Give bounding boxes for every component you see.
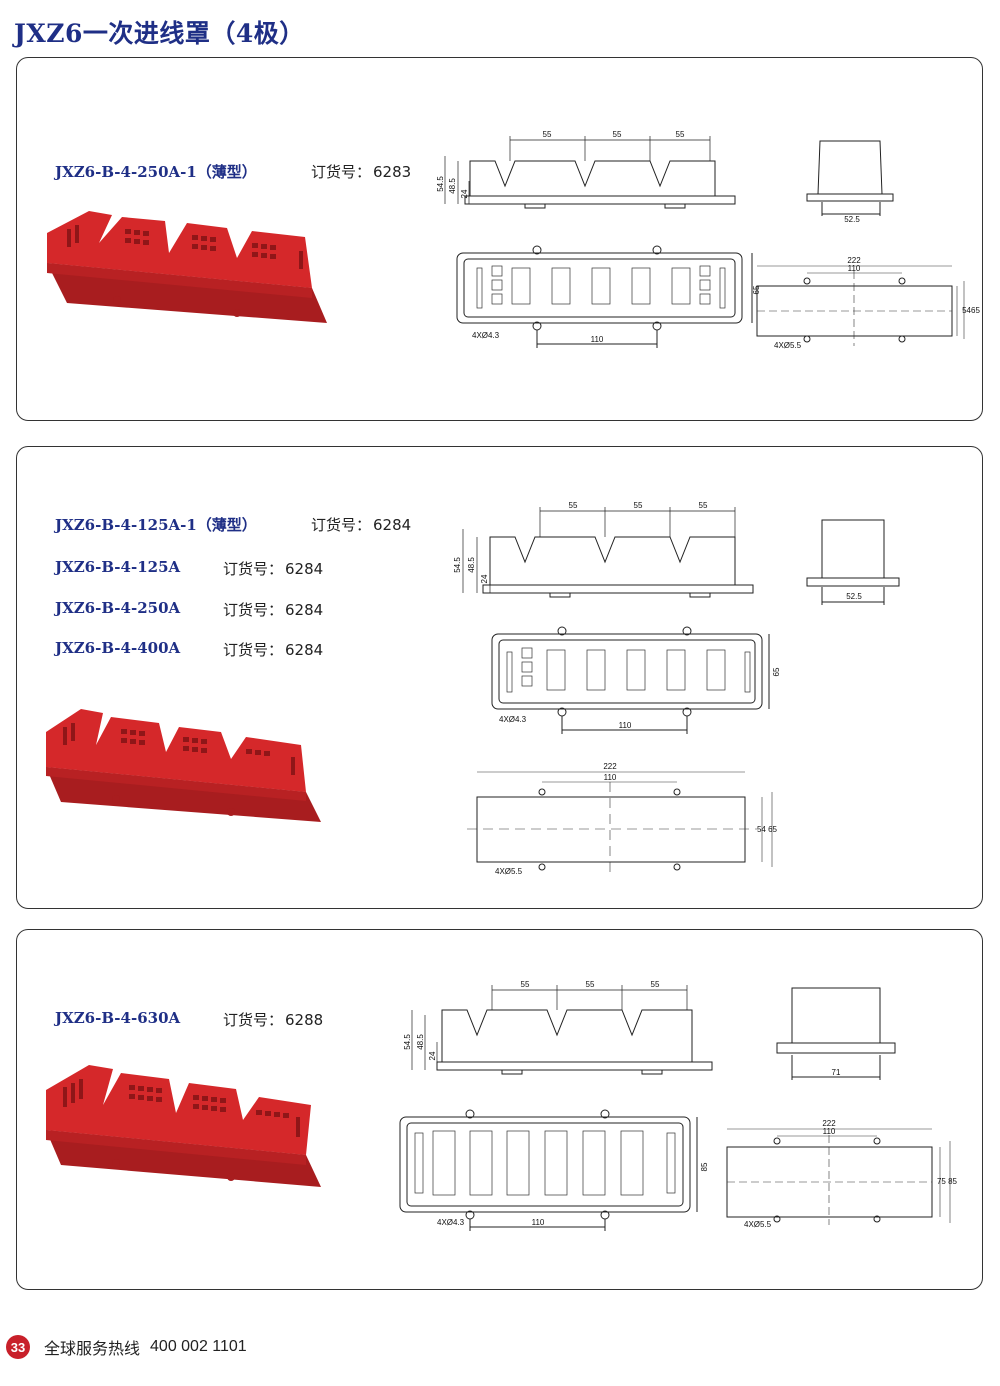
model-label: JXZ6-B-4-125A xyxy=(55,558,181,576)
product-panel-3: JXZ6-B-4-630A 订货号：6288 55 55 55 xyxy=(16,929,983,1290)
dim-length-inner: 110 xyxy=(823,1127,836,1136)
dim-height-low: 24 xyxy=(428,1051,437,1060)
top-plan-drawing: 65 4XØ4.3 110 xyxy=(456,245,761,348)
product-photo xyxy=(47,211,327,323)
end-view-drawing: 52.5 xyxy=(806,519,900,605)
dim-side-width: 52.5 xyxy=(846,592,862,601)
model-label: JXZ6-B-4-125A-1（薄型） xyxy=(55,516,257,534)
dim-pitch-2: 55 xyxy=(586,980,595,989)
model-label: JXZ6-B-4-250A-1（薄型） xyxy=(55,163,257,181)
dim-pitch-1: 55 xyxy=(543,130,552,139)
dim-hole-spacing: 110 xyxy=(591,335,604,344)
hotline-number: 400 002 1101 xyxy=(150,1338,247,1355)
dim-width: 85 xyxy=(700,1162,709,1171)
dim-length: 222 xyxy=(822,1119,836,1128)
end-view-drawing: 52.5 xyxy=(806,140,894,224)
mounting-footprint-drawing: 222 110 54 65 4XØ5.5 xyxy=(467,762,778,876)
dim-height-total: 54.5 xyxy=(436,176,445,192)
product-photo xyxy=(46,1065,321,1187)
order-number: 订货号：6284 xyxy=(223,641,324,659)
end-view-drawing: 71 xyxy=(776,987,896,1080)
dim-holes-small: 4XØ4.3 xyxy=(472,331,500,340)
side-elevation-drawing: 55 55 55 54.5 48.5 24 xyxy=(453,501,754,598)
dim-holes-small: 4XØ4.3 xyxy=(499,715,527,724)
product-photo xyxy=(46,709,321,822)
dim-length: 222 xyxy=(847,256,861,265)
model-label: JXZ6-B-4-400A xyxy=(55,639,181,657)
dim-holes-big: 4XØ5.5 xyxy=(774,341,802,350)
dim-height-inner: 48.5 xyxy=(467,557,476,573)
dim-pitch-3: 55 xyxy=(676,130,685,139)
mounting-footprint-drawing: 222 110 5465 4XØ5.5 xyxy=(756,256,980,350)
dim-hole-spacing: 110 xyxy=(619,721,632,730)
dim-length: 222 xyxy=(603,762,617,771)
dim-height-total: 54.5 xyxy=(453,557,462,573)
dim-hole-spacing: 110 xyxy=(532,1218,545,1227)
hotline-label: 全球服务热线 xyxy=(44,1339,141,1358)
product-panel-2: JXZ6-B-4-125A-1（薄型） 订货号：6284 JXZ6-B-4-12… xyxy=(16,446,983,909)
page-number-badge: 33 xyxy=(6,1335,30,1359)
dim-side-width: 52.5 xyxy=(844,215,860,224)
dim-height-low: 24 xyxy=(480,574,489,583)
dim-pitch-1: 55 xyxy=(521,980,530,989)
dim-length-inner: 110 xyxy=(604,773,617,782)
model-label: JXZ6-B-4-250A xyxy=(55,599,181,617)
dim-pitch-1: 55 xyxy=(569,501,578,510)
order-number: 订货号：6283 xyxy=(311,163,412,181)
side-elevation-drawing: 55 55 55 54.5 48.5 24 xyxy=(403,980,713,1075)
dim-height-low: 24 xyxy=(460,189,469,198)
dim-length-inner: 110 xyxy=(848,264,861,273)
top-plan-drawing: 65 4XØ4.3 110 xyxy=(491,626,781,734)
footer: 33 全球服务热线 400 002 1101 xyxy=(6,1335,247,1359)
dim-width: 65 xyxy=(772,667,781,676)
dim-side-width: 71 xyxy=(832,1068,841,1077)
page-title: JXZ6一次进线罩（4极） xyxy=(14,19,305,48)
top-plan-drawing: 85 4XØ4.3 110 xyxy=(399,1109,709,1231)
dim-pitch-2: 55 xyxy=(634,501,643,510)
dim-height-inner: 48.5 xyxy=(448,178,457,194)
dim-width-pair: 75 85 xyxy=(937,1177,958,1186)
mounting-footprint-drawing: 222 110 75 85 4XØ5.5 xyxy=(726,1119,958,1229)
side-elevation-drawing: 55 55 55 54.5 48.5 24 xyxy=(436,130,736,209)
product-panel-1: JXZ6-B-4-250A-1（薄型） 订货号：6283 55 xyxy=(16,57,983,421)
dim-holes-big: 4XØ5.5 xyxy=(744,1220,772,1229)
order-number: 订货号：6288 xyxy=(223,1011,324,1029)
dim-holes-small: 4XØ4.3 xyxy=(437,1218,465,1227)
dim-pitch-2: 55 xyxy=(613,130,622,139)
model-label: JXZ6-B-4-630A xyxy=(55,1009,181,1027)
dim-width-pair: 5465 xyxy=(962,306,980,315)
dim-width-pair: 54 65 xyxy=(757,825,778,834)
order-number: 订货号：6284 xyxy=(311,516,412,534)
dim-pitch-3: 55 xyxy=(651,980,660,989)
order-number: 订货号：6284 xyxy=(223,560,324,578)
dim-height-inner: 48.5 xyxy=(416,1034,425,1050)
dim-pitch-3: 55 xyxy=(699,501,708,510)
order-number: 订货号：6284 xyxy=(223,601,324,619)
dim-height-total: 54.5 xyxy=(403,1034,412,1050)
dim-holes-big: 4XØ5.5 xyxy=(495,867,523,876)
